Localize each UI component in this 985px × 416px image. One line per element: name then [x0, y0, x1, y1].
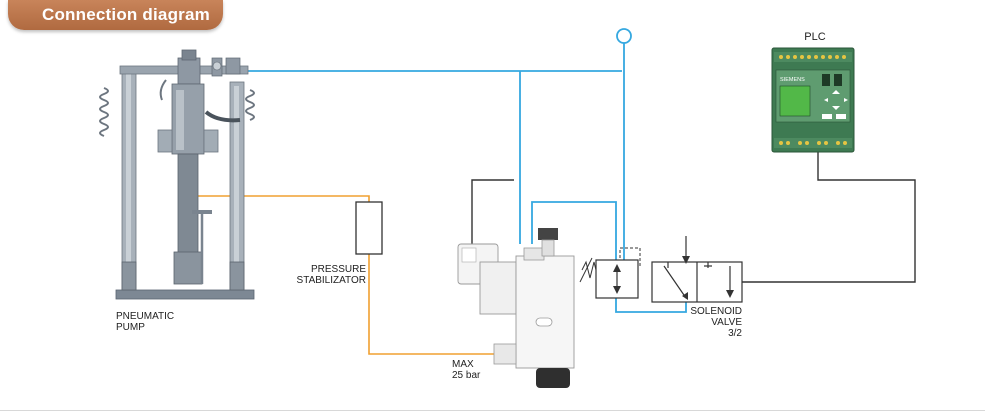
air-lines [240, 43, 687, 313]
gun-solenoid-face [461, 247, 477, 263]
pump-air-motor-shine [176, 90, 184, 150]
plc-unit: SIEMENS [771, 47, 855, 153]
gun-adjust-stem [541, 239, 555, 257]
gun-adapter [479, 261, 517, 315]
solenoid-valve-symbol [651, 236, 743, 303]
plc-bottom-terminals [779, 141, 847, 145]
plc-ok-button [836, 114, 846, 119]
regulator-arrow-up-icon [613, 264, 621, 272]
pump-base [115, 289, 255, 300]
regulator-spring-icon [581, 260, 597, 279]
page-title: Connection diagram [42, 5, 210, 24]
pneumatic-pump [99, 49, 255, 300]
solenoid-valve-label: SOLENOID VALVE 3/2 [670, 306, 742, 339]
plc-nav-buttons-icon [824, 90, 848, 110]
title-tab: Connection diagram [8, 0, 223, 30]
pump-right-column-shine [234, 86, 239, 286]
solenoid-label-line-1: SOLENOID [690, 306, 742, 317]
plc-label: PLC [804, 31, 826, 43]
fluid-line-stabilizer-to-gun [368, 254, 494, 355]
signal-line-plc-to-valve [742, 152, 916, 283]
signal-lines [471, 152, 916, 283]
max-pressure-label: MAX 25 bar [452, 359, 480, 381]
gun-air-fitting [523, 247, 545, 261]
valve-flow-arrow-icon [682, 292, 688, 300]
valve-right-arrow-icon [726, 290, 734, 298]
plc-esc-button [822, 114, 832, 119]
gun-adjust-knob [538, 228, 558, 240]
pump-right-foot [229, 261, 245, 291]
plc-brand: SIEMENS [780, 77, 805, 83]
plc-indicator-1 [822, 74, 830, 86]
gun-fluid-inlet [493, 343, 517, 365]
pump-coiled-hose-left [99, 87, 109, 137]
pump-left-foot [121, 261, 137, 291]
air-line-gun-to-regulator [531, 201, 617, 262]
gun-nozzle [536, 368, 570, 388]
signal-line-plc-to-gun [471, 179, 514, 254]
plc-display [779, 85, 811, 117]
plc-bottom-terminal-strip [774, 138, 852, 148]
regulator-adjust-arrow-icon [579, 257, 593, 283]
pump-hose-black [204, 110, 241, 123]
plc-top-terminals [779, 55, 846, 59]
solenoid-label-line-2: VALVE [711, 317, 742, 328]
max-pressure-line-2: 25 bar [452, 370, 481, 381]
pump-suction-handle [192, 210, 212, 214]
pump-gauge-icon [212, 61, 222, 71]
pump-label-line-2: PUMP [116, 322, 145, 333]
pressure-stabilizer [355, 201, 383, 255]
stabilizer-label: PRESSURE STABILIZATOR [282, 264, 366, 286]
pump-hose-small [159, 79, 167, 101]
applicator-gun [457, 228, 575, 388]
pump-coiled-hose-right [245, 89, 255, 121]
stabilizer-label-line-1: PRESSURE [310, 264, 366, 275]
pump-lower-tube [177, 153, 199, 255]
gun-body [515, 255, 575, 369]
fluid-line-pump-to-stabilizer [195, 195, 370, 202]
max-pressure-line-1: MAX [452, 359, 474, 370]
air-pressure-regulator [579, 247, 641, 299]
regulator-pilot-line [619, 247, 641, 266]
regulator-arrow-down-icon [613, 286, 621, 294]
valve-flow-line [663, 265, 687, 299]
pump-cap [181, 49, 197, 61]
pump-label: PNEUMATIC PUMP [116, 311, 174, 333]
solenoid-label-line-3: 3/2 [728, 328, 742, 339]
pump-label-line-1: PNEUMATIC [116, 311, 175, 322]
plc-indicator-2 [834, 74, 842, 86]
pump-left-column-shine [126, 72, 131, 286]
pump-air-valve [225, 57, 241, 75]
pump-left-clamp [157, 129, 173, 153]
pump-right-clamp [203, 129, 219, 153]
gun-slot-icon [535, 317, 553, 327]
valve-pilot-arrow-icon [682, 256, 690, 264]
stabilizer-label-line-2: STABILIZATOR [296, 275, 366, 286]
bottom-divider [0, 410, 985, 411]
air-supply-inlet-icon [616, 28, 632, 44]
plc-top-terminal-strip [774, 52, 852, 62]
air-line-regulator-to-valve [615, 292, 687, 313]
pump-air-motor-head [177, 57, 201, 85]
pump-foot-valve [173, 251, 203, 285]
fluid-lines [195, 195, 494, 355]
